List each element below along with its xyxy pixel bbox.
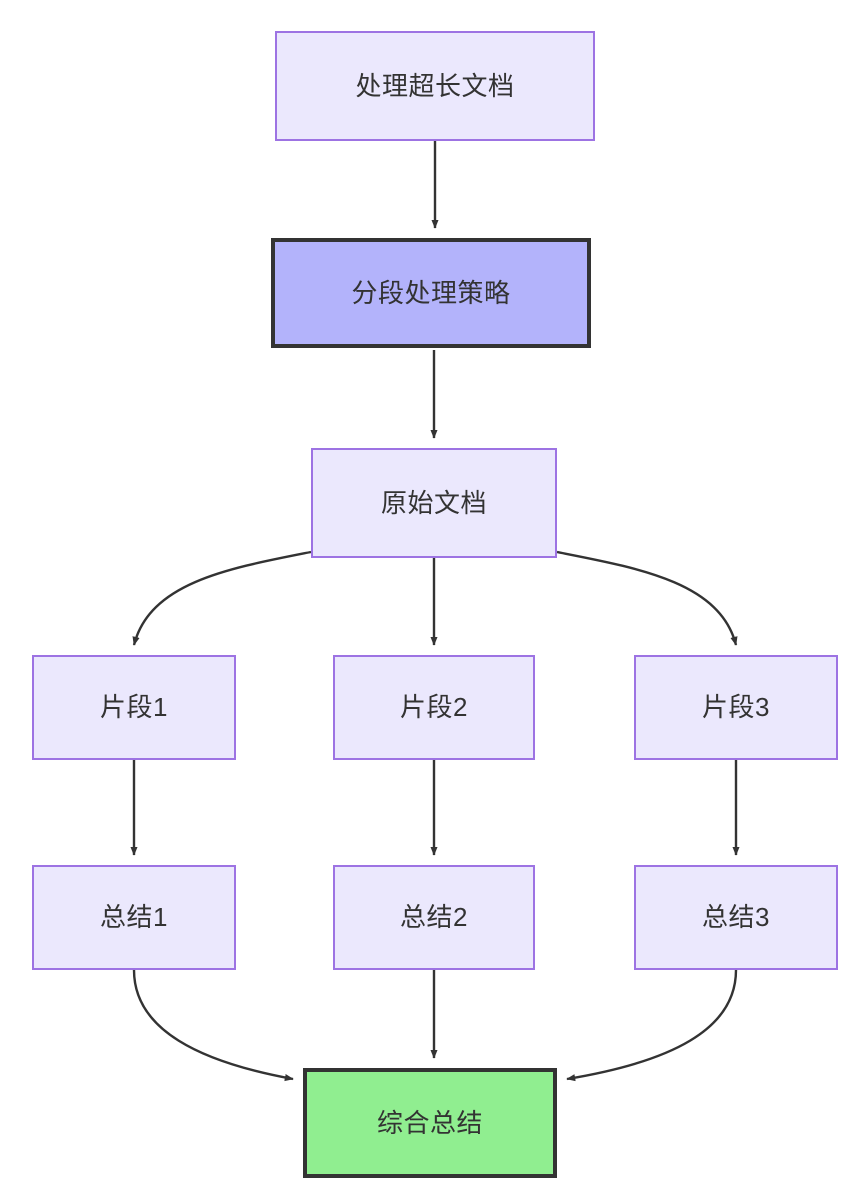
- node-label: 处理超长文档: [355, 70, 515, 101]
- node-chunk-3[interactable]: 片段3: [634, 655, 838, 760]
- edge-source-to-chunk3: [556, 550, 738, 646]
- node-process-long-document[interactable]: 处理超长文档: [275, 31, 595, 141]
- node-source-document[interactable]: 原始文档: [311, 448, 557, 558]
- edge-source-to-chunk1: [132, 550, 312, 646]
- node-label: 总结1: [100, 902, 168, 933]
- edge-summary3-to-final: [566, 969, 738, 1082]
- node-label: 分段处理策略: [351, 277, 511, 308]
- node-label: 总结2: [400, 902, 468, 933]
- node-chunk-2[interactable]: 片段2: [333, 655, 535, 760]
- node-summary-2[interactable]: 总结2: [333, 865, 535, 970]
- node-label: 综合总结: [376, 1107, 483, 1138]
- node-summary-3[interactable]: 总结3: [634, 865, 838, 970]
- node-label: 片段3: [702, 692, 770, 723]
- node-chunking-strategy[interactable]: 分段处理策略: [271, 238, 591, 348]
- node-summary-1[interactable]: 总结1: [32, 865, 236, 970]
- node-label: 片段2: [400, 692, 468, 723]
- node-label: 原始文档: [380, 487, 487, 518]
- node-final-summary[interactable]: 综合总结: [303, 1068, 557, 1178]
- node-label: 片段1: [100, 692, 168, 723]
- edge-summary1-to-final: [132, 969, 294, 1082]
- node-chunk-1[interactable]: 片段1: [32, 655, 236, 760]
- node-label: 总结3: [702, 902, 770, 933]
